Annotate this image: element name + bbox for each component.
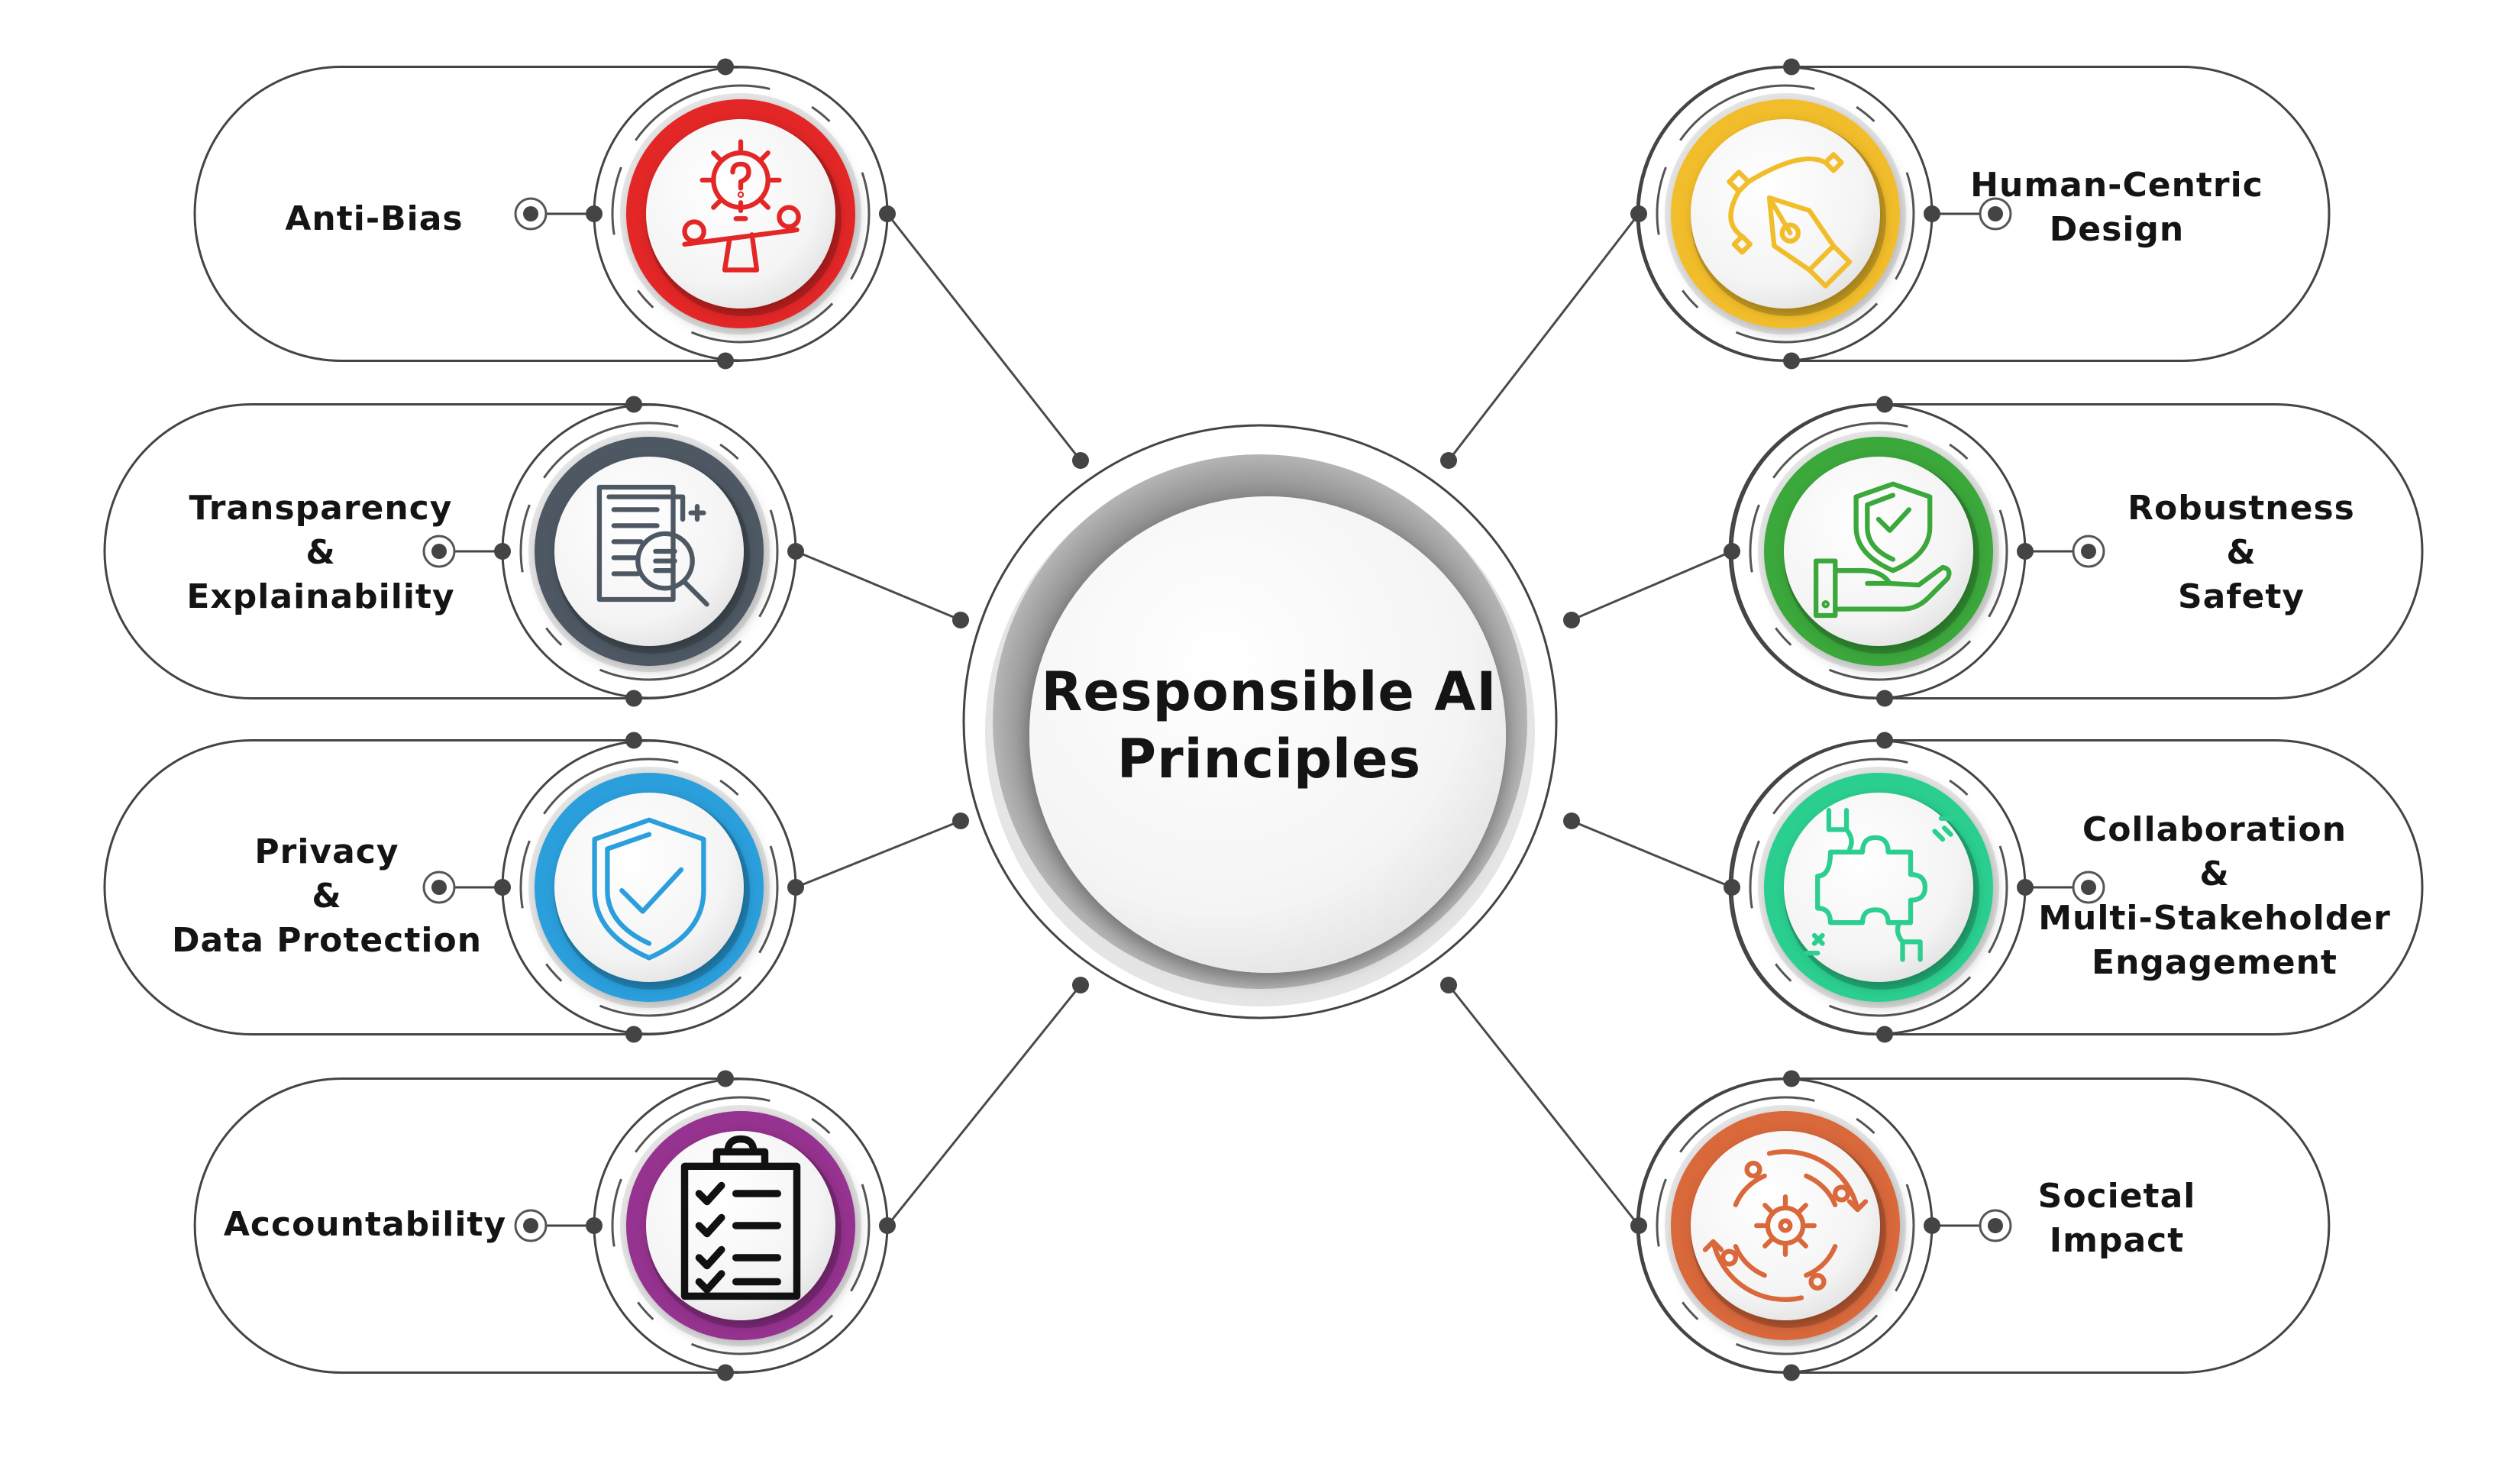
document-magnifier-icon [596,484,709,607]
principle-label-line: & [312,877,341,916]
hub-dot [1563,612,1580,628]
icon-face [1784,793,1973,982]
ring-dot [1876,732,1893,749]
ring-dot [625,732,642,749]
ring-dashes [519,422,779,681]
shield-check-icon [592,817,706,961]
seesaw-gear-question-icon [682,139,801,273]
ring-dot [625,690,642,707]
ring-dashes [1656,1096,1915,1355]
ring-dot [1630,205,1647,222]
principle-label-line: Anti-Bias [285,199,463,238]
principle-card: Transparency & Explainability [103,396,804,707]
principle-label-line: Collaboration [2082,810,2347,849]
ring-dot [1724,543,1740,560]
principle-card: Robustness & Safety [1724,396,2424,707]
connector-line [795,550,961,622]
center-outer-ring [962,424,1558,1019]
ring-dashes [1749,758,2008,1017]
ring-dot [1783,1364,1800,1381]
ring-dot [1783,1070,1800,1087]
ring-dot [1876,690,1893,707]
principle-label-line: Design [2050,210,2184,249]
title-line-1: Responsible AI [1042,661,1497,723]
ring-dot [1876,396,1893,413]
ring-dot [625,1026,642,1043]
principle-label-line: Safety [2178,577,2305,616]
ring-dashes [1656,84,1915,344]
hub-dot [1563,812,1580,829]
gear-cycle-icon [1702,1149,1869,1302]
connector-line [1447,984,1640,1226]
icon-face [1691,1131,1880,1320]
principle-label-line: Impact [2050,1221,2185,1260]
principle-label-line: Accountability [224,1205,506,1244]
connector-line [1571,550,1733,622]
hand-shield-icon [1813,481,1952,619]
ring-dot [717,1364,734,1381]
principle-card: Collaboration & Multi-StakeholderEngagemen… [1724,732,2424,1043]
principle-label-line: & [305,533,335,572]
principle-label-line: Transparency [189,489,453,528]
ring-dot [787,543,804,560]
hub-dots [952,452,1580,993]
center-hub: Responsible AI Principles [962,424,1558,1019]
ring-dot [717,58,734,76]
ring-dot [879,1217,896,1234]
principle-label-line: & [2199,854,2229,893]
connector-line [1571,819,1733,889]
principle-label-line: Societal [2038,1177,2196,1216]
hub-dot [1072,452,1089,469]
ring-dot [717,352,734,370]
ring-dot [787,879,804,896]
ring-dot [1630,1217,1647,1234]
ring-dot [1783,352,1800,370]
icon-face [1691,119,1880,309]
principle-label-line: Data Protection [172,921,482,960]
icon-face [646,119,835,309]
principle-card: Accountability [193,1070,896,1381]
clipboard-checklist-icon [680,1135,801,1300]
principle-label-line: Robustness [2127,489,2355,528]
connector-lines [795,213,1733,1226]
principle-label-line: & [2226,533,2256,572]
principle-label-line: Multi-Stakeholder [2038,899,2391,938]
principle-card: Anti-Bias [193,58,896,370]
connector-line [795,819,961,889]
ring-dot [625,396,642,413]
hub-dot [952,612,969,628]
principle-label-line: Human-Centric [1970,166,2263,205]
ring-dashes [611,1096,871,1355]
ring-dot [1724,879,1740,896]
ring-dot [717,1070,734,1087]
ring-dashes [519,758,779,1017]
pen-tool-icon [1727,152,1853,289]
connector-line [1447,213,1640,461]
principle-label-line: Privacy [254,832,399,871]
principle-label-line: Explainability [186,577,454,616]
hub-dot [1440,452,1457,469]
ring-dot [1783,58,1800,76]
ring-dashes [1749,422,2008,681]
ring-dashes [611,84,871,344]
connector-line [886,213,1082,461]
principle-card: Privacy & Data Protection [103,732,804,1043]
hub-dot [952,812,969,829]
title-line-2: Principles [1117,728,1421,790]
hub-dot [1072,977,1089,993]
puzzle-hands-icon [1804,808,1955,962]
ring-dot [879,205,896,222]
hub-dot [1440,977,1457,993]
principle-label-line: Engagement [2092,943,2337,982]
ring-dot [1876,1026,1893,1043]
icon-face [554,793,744,982]
connector-line [886,984,1082,1226]
